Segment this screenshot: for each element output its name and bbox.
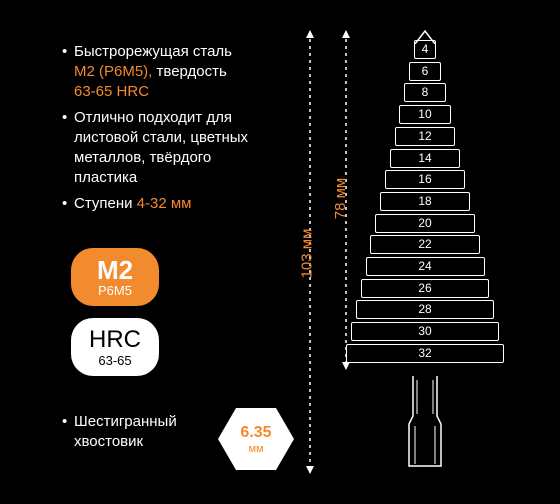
drill-step: 4 (414, 40, 436, 59)
badge-hrc-subtitle: 63-65 (98, 353, 132, 368)
drill-step: 14 (389, 148, 461, 168)
badge-hrc: HRC 63-65 (71, 318, 159, 376)
drill-step: 18 (380, 191, 470, 211)
feature-shank: Шестигранный хвостовик (62, 412, 214, 452)
drill-step: 6 (409, 61, 441, 81)
feature-steps-range: 4-32 мм (136, 195, 192, 212)
feature-list: Быстрорежущая сталь M2 (Р6М5), твердость… (62, 42, 302, 220)
hex-size-value: 6.35 (240, 424, 272, 441)
feature-steel-text: Быстрорежущая сталь (74, 43, 232, 60)
drill-step: 12 (394, 126, 456, 146)
feature-hardness-value: 63-65 HRC (74, 83, 150, 100)
drill-step: 16 (384, 170, 466, 190)
hex-icon (218, 408, 294, 470)
badge-m2: M2 Р6М5 (71, 248, 159, 306)
drill-step: 20 (375, 213, 475, 233)
drill-step: 10 (399, 105, 451, 125)
drill-shank (408, 376, 442, 467)
drill-step: 28 (355, 300, 495, 320)
drill-step: 26 (360, 278, 490, 298)
badge-m2-subtitle: Р6М5 (98, 283, 132, 298)
drill-step: 30 (350, 322, 500, 342)
feature-steps-label: Ступени (74, 195, 137, 212)
badge-hrc-title: HRC (89, 326, 141, 353)
drill-tip (414, 30, 436, 44)
feature-usage-text: Отлично подходит для листовой стали, цве… (74, 109, 249, 186)
drill-step: 24 (365, 257, 485, 276)
hex-size-unit: мм (248, 443, 264, 455)
feature-hardness-label: твердость (152, 63, 227, 80)
drill-step: 8 (404, 83, 446, 103)
feature-shank-text: Шестигранный хвостовик (74, 413, 177, 450)
hex-size: 6.35 мм (216, 424, 296, 456)
badge-m2-title: M2 (96, 255, 134, 285)
feature-steps: Ступени 4-32 мм (62, 194, 302, 214)
feature-steel: Быстрорежущая сталь M2 (Р6М5), твердость… (62, 42, 302, 102)
drill-step: 32 (346, 343, 504, 363)
feature-steel-grade: M2 (Р6М5), (74, 63, 153, 80)
dimension-lines (306, 30, 350, 474)
drill-step: 22 (370, 235, 480, 255)
feature-usage: Отлично подходит для листовой стали, цве… (62, 108, 254, 188)
